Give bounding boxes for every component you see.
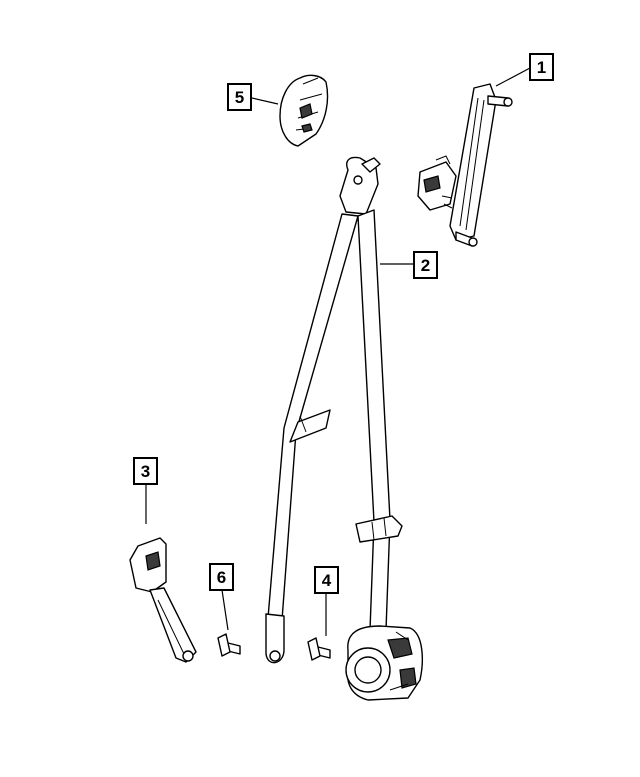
- part-height-adjuster: [417, 83, 513, 247]
- callout-6: 6: [209, 563, 234, 591]
- callout-3: 3: [133, 457, 158, 485]
- leader-line-5: [251, 97, 279, 105]
- callout-2: 2: [413, 251, 438, 279]
- part-belt-assembly: [265, 156, 423, 701]
- part-bolt-4: [307, 637, 331, 661]
- part-buckle: [129, 537, 197, 663]
- svg-text:2: 2: [421, 256, 430, 275]
- callout-1: 1: [529, 53, 554, 81]
- callout-5: 5: [227, 83, 252, 111]
- part-upper-cover: [279, 74, 329, 147]
- leader-line-6: [221, 589, 229, 631]
- callout-4: 4: [314, 566, 339, 594]
- leader-line-1: [495, 67, 531, 87]
- svg-text:4: 4: [322, 571, 332, 590]
- part-bolt-6: [217, 633, 241, 657]
- svg-text:1: 1: [537, 58, 546, 77]
- svg-text:5: 5: [235, 88, 244, 107]
- svg-text:6: 6: [217, 568, 226, 587]
- svg-text:3: 3: [141, 462, 150, 481]
